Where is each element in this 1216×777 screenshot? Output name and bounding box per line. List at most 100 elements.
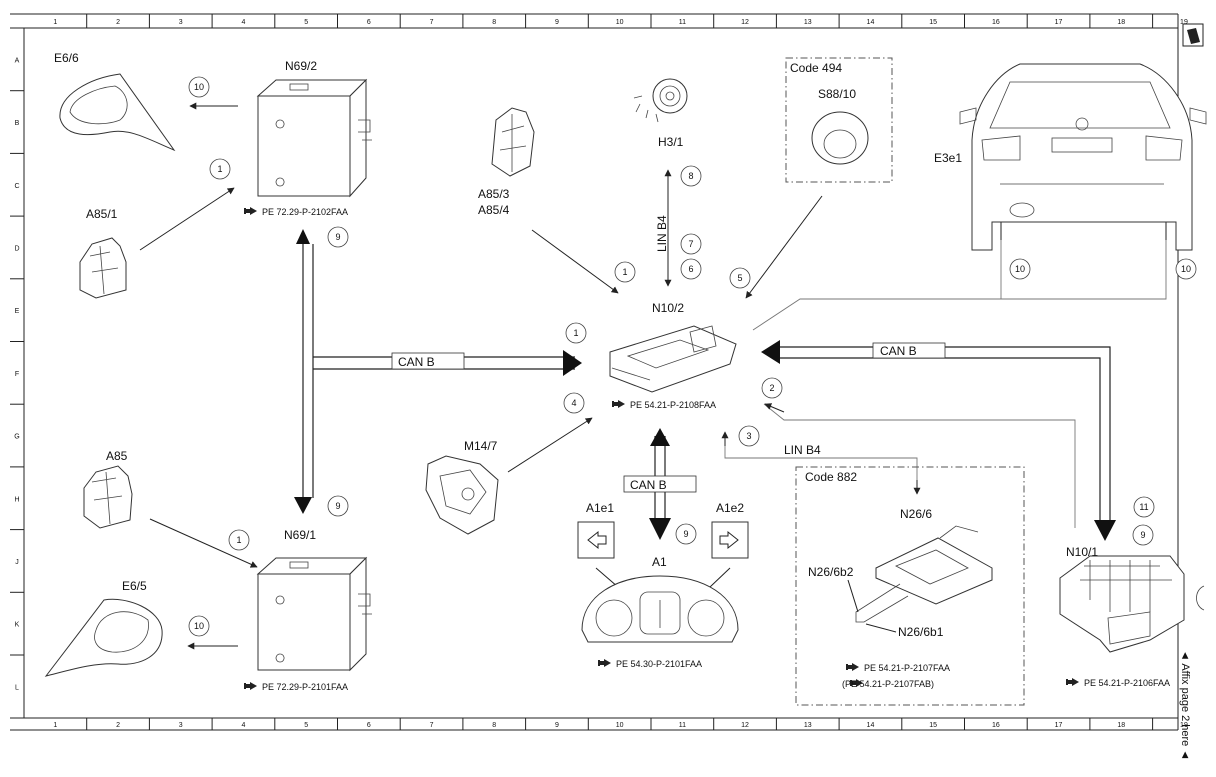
svg-text:1: 1 [236,535,241,545]
grid-column-label: 9 [555,722,559,729]
svg-text:PE 54.21-P-2107FAA: PE 54.21-P-2107FAA [864,663,950,673]
callout-9-upper: 9 [327,226,349,248]
reference-n69-1[interactable]: PE 72.29-P-2101FAA [244,682,348,692]
grid-column-label: 19 [1180,722,1188,729]
svg-text:10: 10 [1181,264,1191,274]
svg-text:10: 10 [194,82,204,92]
callout-10-e6-5: 10 [188,615,210,637]
label-n26-6b2: N26/6b2 [808,565,854,579]
grid-column-label: 5 [304,19,308,26]
svg-text:1: 1 [217,164,222,174]
grid-column-label: 18 [1117,19,1125,26]
svg-text:11: 11 [1139,502,1148,512]
callout-10-rear-right: 10 [1175,258,1197,280]
grid-column-label: 9 [555,19,559,26]
mirror-e6-5-drawing [44,598,163,677]
callout-7: 7 [680,233,702,255]
callout-9-lower: 9 [327,495,349,517]
grid-row-label: B [15,120,20,127]
grid-row-label: G [14,434,19,441]
grid-column-label: 1 [53,722,57,729]
svg-text:PE 54.30-P-2101FAA: PE 54.30-P-2101FAA [616,659,702,669]
bus-labels: CAN B CAN B CAN B LIN B4 LIN B4 [391,215,946,493]
horn-h3-1-drawing [633,78,688,123]
label-e6-5: E6/5 [122,579,147,593]
reference-n26-6-b[interactable]: (PE 54.21-P-2107FAB) [842,679,934,689]
module-n10-1-drawing [1059,555,1205,653]
label-a85-4: A85/4 [478,203,510,217]
grid-row-label: K [15,622,20,629]
callout-4: 4 [563,392,585,414]
label-a1: A1 [652,555,667,569]
label-a1e1: A1e1 [586,501,614,515]
svg-text:PE 54.21-P-2108FAA: PE 54.21-P-2108FAA [630,400,716,410]
callout-1-a85-3: 1 [614,261,636,283]
callouts: 10 1 9 8 7 6 1 5 10 10 1 2 4 3 9 1 9 11 … [188,76,1197,637]
can-b-label-bottom: CAN B [630,478,667,492]
vehicle-rear-drawing [959,63,1207,251]
svg-text:8: 8 [688,171,693,181]
module-n69-1-drawing [256,556,372,672]
reference-n26-6-a[interactable]: PE 54.21-P-2107FAA [846,663,950,673]
svg-text:1: 1 [573,328,578,338]
motor-m14-7-drawing [425,455,499,535]
manual-references: PE 72.29-P-2102FAA PE 54.21-P-2108FAA PE… [244,207,1170,692]
reference-n10-1[interactable]: PE 54.21-P-2106FAA [1066,678,1170,688]
svg-text:9: 9 [335,501,340,511]
grid-column-label: 10 [616,19,624,26]
svg-text:PE 72.29-P-2101FAA: PE 72.29-P-2101FAA [262,682,348,692]
callout-5: 5 [729,267,751,289]
arrow-right-icon [719,530,739,550]
callout-3: 3 [738,425,760,447]
grid-column-label: 6 [367,19,371,26]
svg-text:10: 10 [1015,264,1025,274]
manual-reference-icon [1066,678,1079,686]
manual-reference-icon [244,207,257,215]
svg-text:6: 6 [688,264,693,274]
grid-row-label: J [15,559,19,566]
grid-column-label: 15 [929,722,937,729]
svg-text:1: 1 [622,267,627,277]
svg-text:PE 54.21-P-2106FAA: PE 54.21-P-2106FAA [1084,678,1170,688]
can-b-label-right: CAN B [880,344,917,358]
grid-column-label: 12 [741,19,749,26]
label-e6-6: E6/6 [54,51,79,65]
label-n26-6b1: N26/6b1 [898,625,944,639]
grid-column-label: 17 [1055,19,1063,26]
grid-column-label: 7 [430,722,434,729]
label-n26-6: N26/6 [900,507,932,521]
code-494-label: Code 494 [790,61,842,75]
label-m14-7: M14/7 [464,439,498,453]
svg-text:PE 72.29-P-2102FAA: PE 72.29-P-2102FAA [262,207,348,217]
svg-text:9: 9 [1140,530,1145,540]
grid-column-label: 13 [804,19,812,26]
grid-row-label: E [15,308,20,315]
callout-10-rear-left: 10 [1009,258,1031,280]
grid-column-label: 14 [867,19,875,26]
grid-column-label: 3 [179,19,183,26]
grid-column-label: 5 [304,722,308,729]
grid-column-label: 4 [241,19,245,26]
svg-text:5: 5 [737,273,742,283]
callout-1-can-b: 1 [565,322,587,344]
grid-column-label: 8 [492,722,496,729]
label-h3-1: H3/1 [658,135,684,149]
module-n26-6-drawing [855,525,993,623]
manual-reference-icon [244,682,257,690]
lock-a85-3-drawing [491,107,535,177]
reference-n10-2[interactable]: PE 54.21-P-2108FAA [612,400,716,410]
grid-column-label: 11 [679,722,686,729]
code-882-label: Code 882 [805,470,857,484]
svg-text:4: 4 [571,398,576,408]
component-labels: E6/6 N69/2 A85/1 A85/3 A85/4 H3/1 S88/10… [54,51,1098,639]
reference-a1[interactable]: PE 54.30-P-2101FAA [598,659,702,669]
callout-9-a1: 9 [675,523,697,545]
grid-column-label: 18 [1117,722,1125,729]
grid-column-label: 2 [116,722,120,729]
svg-text:2: 2 [769,383,774,393]
reference-n69-2[interactable]: PE 72.29-P-2102FAA [244,207,348,217]
svg-text:7: 7 [688,239,693,249]
grid-row-label: C [14,183,19,190]
